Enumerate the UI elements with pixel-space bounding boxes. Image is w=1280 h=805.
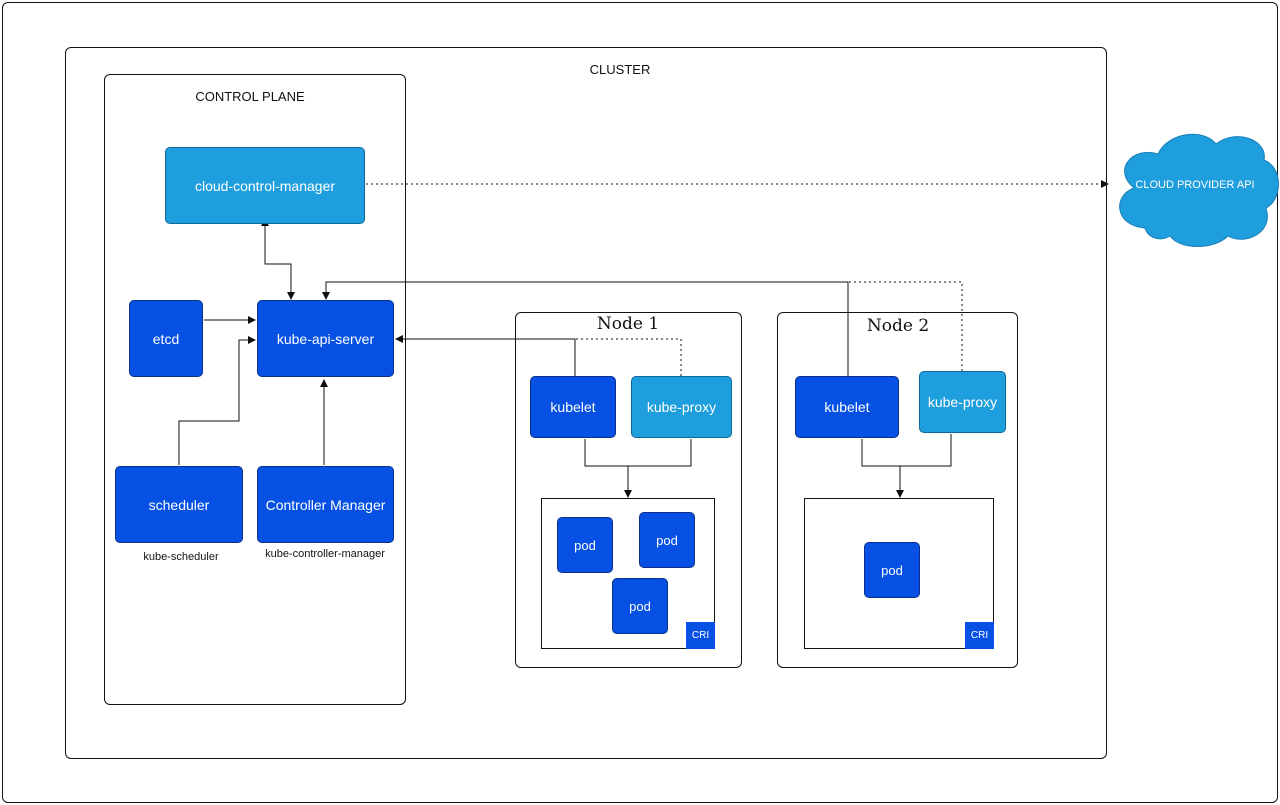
node1-proxy-api-line bbox=[575, 338, 682, 376]
node2-kube-proxy-box: kube-proxy bbox=[919, 371, 1006, 433]
kube-api-server-box: kube-api-server bbox=[257, 300, 394, 377]
cloud-provider-label: CLOUD PROVIDER API bbox=[1135, 179, 1255, 191]
node1-kubelet-api-line bbox=[395, 335, 576, 376]
node2-frame bbox=[777, 312, 1018, 668]
node1-pod-1: pod bbox=[557, 517, 613, 573]
scheduler-api-line bbox=[178, 336, 256, 465]
node2-label: Node 2 bbox=[866, 316, 930, 336]
control-plane-label: CONTROL PLANE bbox=[195, 89, 305, 104]
node2-to-pods-line bbox=[861, 434, 952, 497]
node2-pod-1: pod bbox=[864, 542, 920, 598]
node2-proxy-api-line bbox=[848, 281, 963, 371]
node1-kubelet-box: kubelet bbox=[530, 376, 616, 438]
node1-pod-2: pod bbox=[639, 512, 695, 568]
node2-cri-badge: CRI bbox=[965, 622, 994, 649]
ccm-api-line bbox=[261, 218, 295, 300]
node1-label: Node 1 bbox=[596, 314, 660, 334]
cloud-control-manager-box: cloud-control-manager bbox=[165, 147, 365, 224]
kube-controller-manager-label: kube-controller-manager bbox=[265, 548, 385, 560]
controller-manager-box: Controller Manager bbox=[257, 466, 394, 543]
cluster-frame bbox=[65, 47, 1107, 759]
node2-kubelet-api-line bbox=[322, 281, 849, 376]
node2-kubelet-box: kubelet bbox=[795, 376, 899, 438]
node1-frame bbox=[515, 312, 742, 668]
kube-scheduler-label: kube-scheduler bbox=[143, 551, 219, 563]
etcd-box: etcd bbox=[129, 300, 203, 377]
node1-to-pods-line bbox=[584, 439, 692, 497]
cloud-shape bbox=[1119, 133, 1279, 247]
node1-kube-proxy-box: kube-proxy bbox=[631, 376, 732, 438]
cluster-label: CLUSTER bbox=[589, 62, 651, 77]
control-plane-frame bbox=[104, 74, 406, 705]
scheduler-box: scheduler bbox=[115, 466, 243, 543]
node1-pod-3: pod bbox=[612, 578, 668, 634]
node1-cri-badge: CRI bbox=[686, 622, 715, 649]
